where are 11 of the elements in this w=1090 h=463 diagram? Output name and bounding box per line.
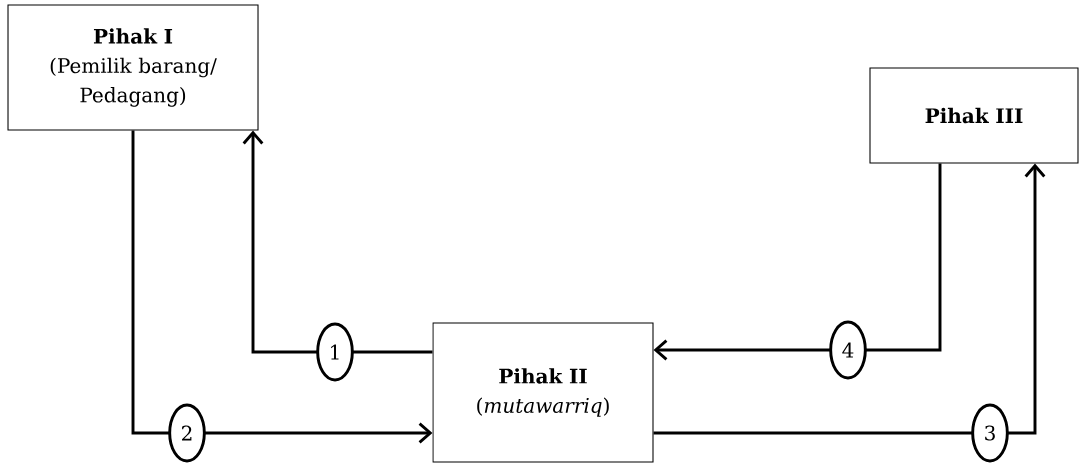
edge-label: 2 [168,403,206,463]
arrow [131,130,433,444]
process-box: Pihak III [869,67,1079,164]
edge-label: 4 [829,320,867,380]
arrow [653,163,1046,435]
edge-label: 3 [971,403,1009,463]
process-box: Pihak I (Pemilik barang/ Pedagang) [7,4,259,131]
arrow [653,163,942,361]
arrow [242,130,433,354]
process-box: Pihak II (mutawarriq) [432,322,654,463]
edge-label: 1 [316,322,354,382]
